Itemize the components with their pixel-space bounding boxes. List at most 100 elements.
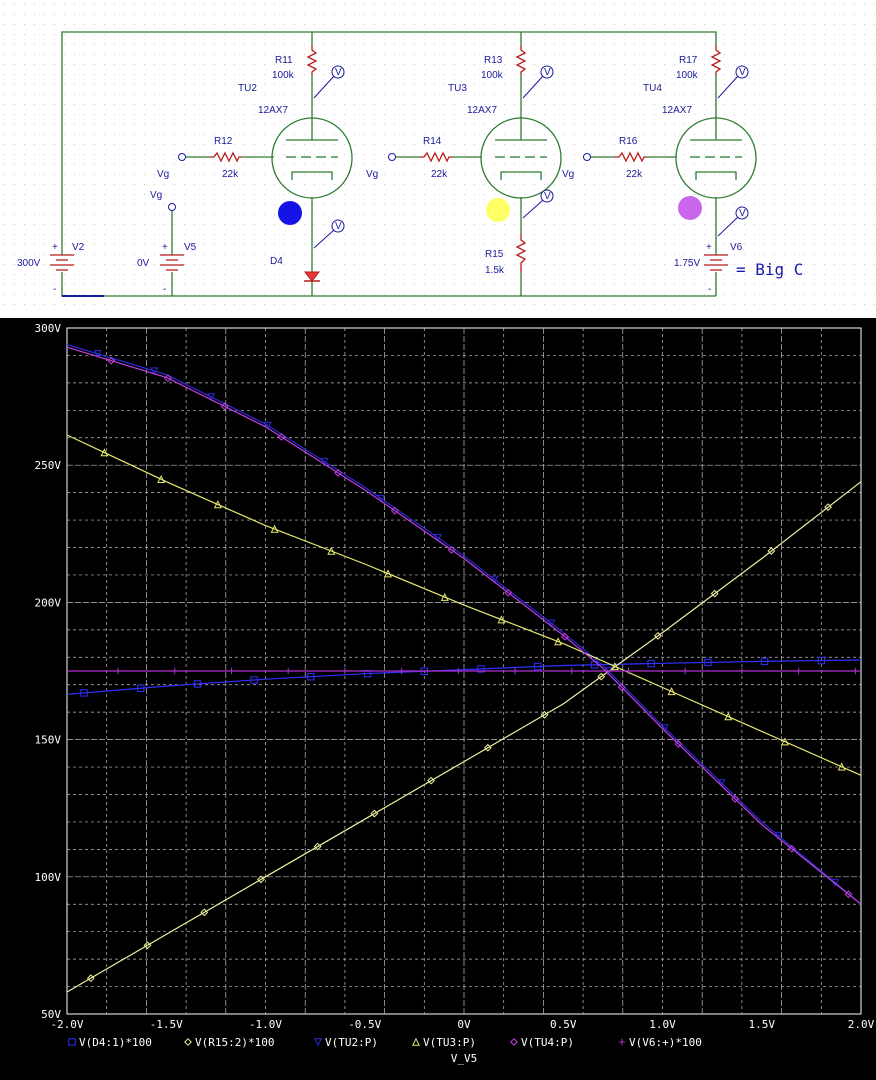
series-marker — [80, 689, 88, 697]
battery-v6 — [704, 254, 728, 271]
series-marker — [433, 534, 442, 543]
legend-label: V(TU2:P) — [325, 1036, 378, 1049]
series-marker — [313, 842, 322, 851]
series-line — [66, 434, 862, 776]
series-marker — [681, 667, 689, 675]
label-v6-value: 1.75V — [674, 258, 700, 269]
series-marker — [455, 667, 462, 675]
label-tu3: TU3 — [448, 83, 467, 94]
series-marker — [540, 710, 549, 719]
series-marker — [547, 619, 556, 628]
series-line — [66, 346, 862, 905]
resistor-r16 — [615, 151, 647, 163]
x-axis-label: V_V5 — [451, 1052, 478, 1065]
vg-terminal-tu3 — [388, 153, 396, 161]
label-v2-value: 300V — [17, 258, 41, 269]
legend-marker — [411, 1037, 421, 1046]
marker-purple-dot — [678, 196, 702, 220]
series-marker — [738, 667, 746, 675]
series-marker — [427, 776, 436, 785]
probe-v-label: V — [739, 67, 746, 78]
series-marker — [257, 875, 265, 884]
series-marker — [568, 667, 575, 675]
series-marker — [674, 740, 683, 748]
series-v-v6-100 — [67, 667, 861, 675]
resistor-r11 — [306, 45, 318, 75]
label-r12: R12 — [214, 136, 233, 147]
series-marker — [327, 546, 336, 555]
label-r16: R16 — [619, 136, 638, 147]
schematic-diagram: V V V V V V V2 300V + - V5 0V + - Vg V6 … — [0, 0, 876, 312]
x-tick-label: 2.0V — [848, 1018, 875, 1031]
series-marker — [171, 667, 178, 675]
series-marker — [497, 615, 506, 624]
series-marker — [114, 667, 122, 675]
series-marker — [710, 589, 719, 598]
label-r13: R13 — [484, 55, 503, 66]
label-vg-tu4: Vg — [562, 169, 574, 180]
label-v6-minus: - — [708, 284, 711, 295]
label-r17: R17 — [679, 55, 698, 66]
legend-label: V(D4:1)*100 — [79, 1036, 152, 1049]
label-r17-value: 100k — [676, 70, 699, 81]
plot-series — [66, 343, 862, 993]
series-marker — [157, 474, 166, 483]
series-marker — [100, 448, 109, 457]
battery-v5 — [160, 254, 184, 271]
series-marker — [824, 503, 833, 512]
resistor-r17 — [710, 45, 722, 75]
label-v2: V2 — [72, 242, 85, 253]
series-marker — [610, 662, 619, 671]
series-marker — [817, 656, 825, 665]
label-v5-minus: - — [163, 284, 166, 295]
voltage-probes — [313, 65, 749, 249]
series-marker — [213, 500, 222, 509]
series-marker — [320, 457, 329, 466]
legend-marker — [313, 1038, 323, 1047]
series-line — [66, 343, 862, 905]
x-tick-label: 1.0V — [649, 1018, 676, 1031]
series-marker — [795, 667, 802, 675]
series-marker — [284, 667, 292, 675]
marker-yellow-dot — [486, 198, 510, 222]
series-marker — [654, 631, 662, 640]
series-marker — [377, 494, 386, 503]
series-marker — [307, 673, 315, 681]
legend-label: V(TU4:P) — [521, 1036, 574, 1049]
x-tick-label: -1.5V — [150, 1018, 183, 1031]
label-tu4: TU4 — [643, 83, 662, 94]
series-v-r15-2-100 — [66, 481, 862, 993]
series-marker — [143, 941, 152, 950]
resistors — [210, 45, 722, 272]
series-line — [66, 481, 862, 993]
legend-label: V(R15:2)*100 — [195, 1036, 274, 1049]
series-marker — [277, 432, 286, 441]
series-marker — [617, 683, 626, 692]
series-marker — [250, 676, 258, 684]
plot-background — [0, 318, 876, 1080]
legend-marker — [68, 1038, 76, 1046]
series-marker — [440, 592, 449, 601]
label-r14-value: 22k — [431, 169, 448, 180]
series-marker — [200, 908, 209, 917]
label-r15: R15 — [485, 249, 504, 260]
label-tu2: TU2 — [238, 83, 257, 94]
resistor-r13 — [515, 45, 527, 75]
component-labels: V2 300V + - V5 0V + - Vg V6 1.75V + - = … — [17, 55, 803, 295]
resistor-r12 — [210, 151, 242, 163]
tube-tu4 — [675, 117, 757, 199]
legend-label: V(V6:+)*100 — [629, 1036, 702, 1049]
probe-v-label: V — [739, 208, 746, 219]
series-marker — [263, 421, 272, 430]
x-tick-label: 0.5V — [550, 1018, 577, 1031]
series-marker — [660, 724, 669, 733]
series-marker — [137, 684, 145, 692]
series-marker — [383, 569, 393, 578]
series-marker — [561, 632, 569, 641]
legend-marker — [618, 1038, 626, 1046]
series-marker — [193, 680, 202, 688]
series-marker — [767, 547, 776, 555]
series-marker — [844, 890, 853, 899]
